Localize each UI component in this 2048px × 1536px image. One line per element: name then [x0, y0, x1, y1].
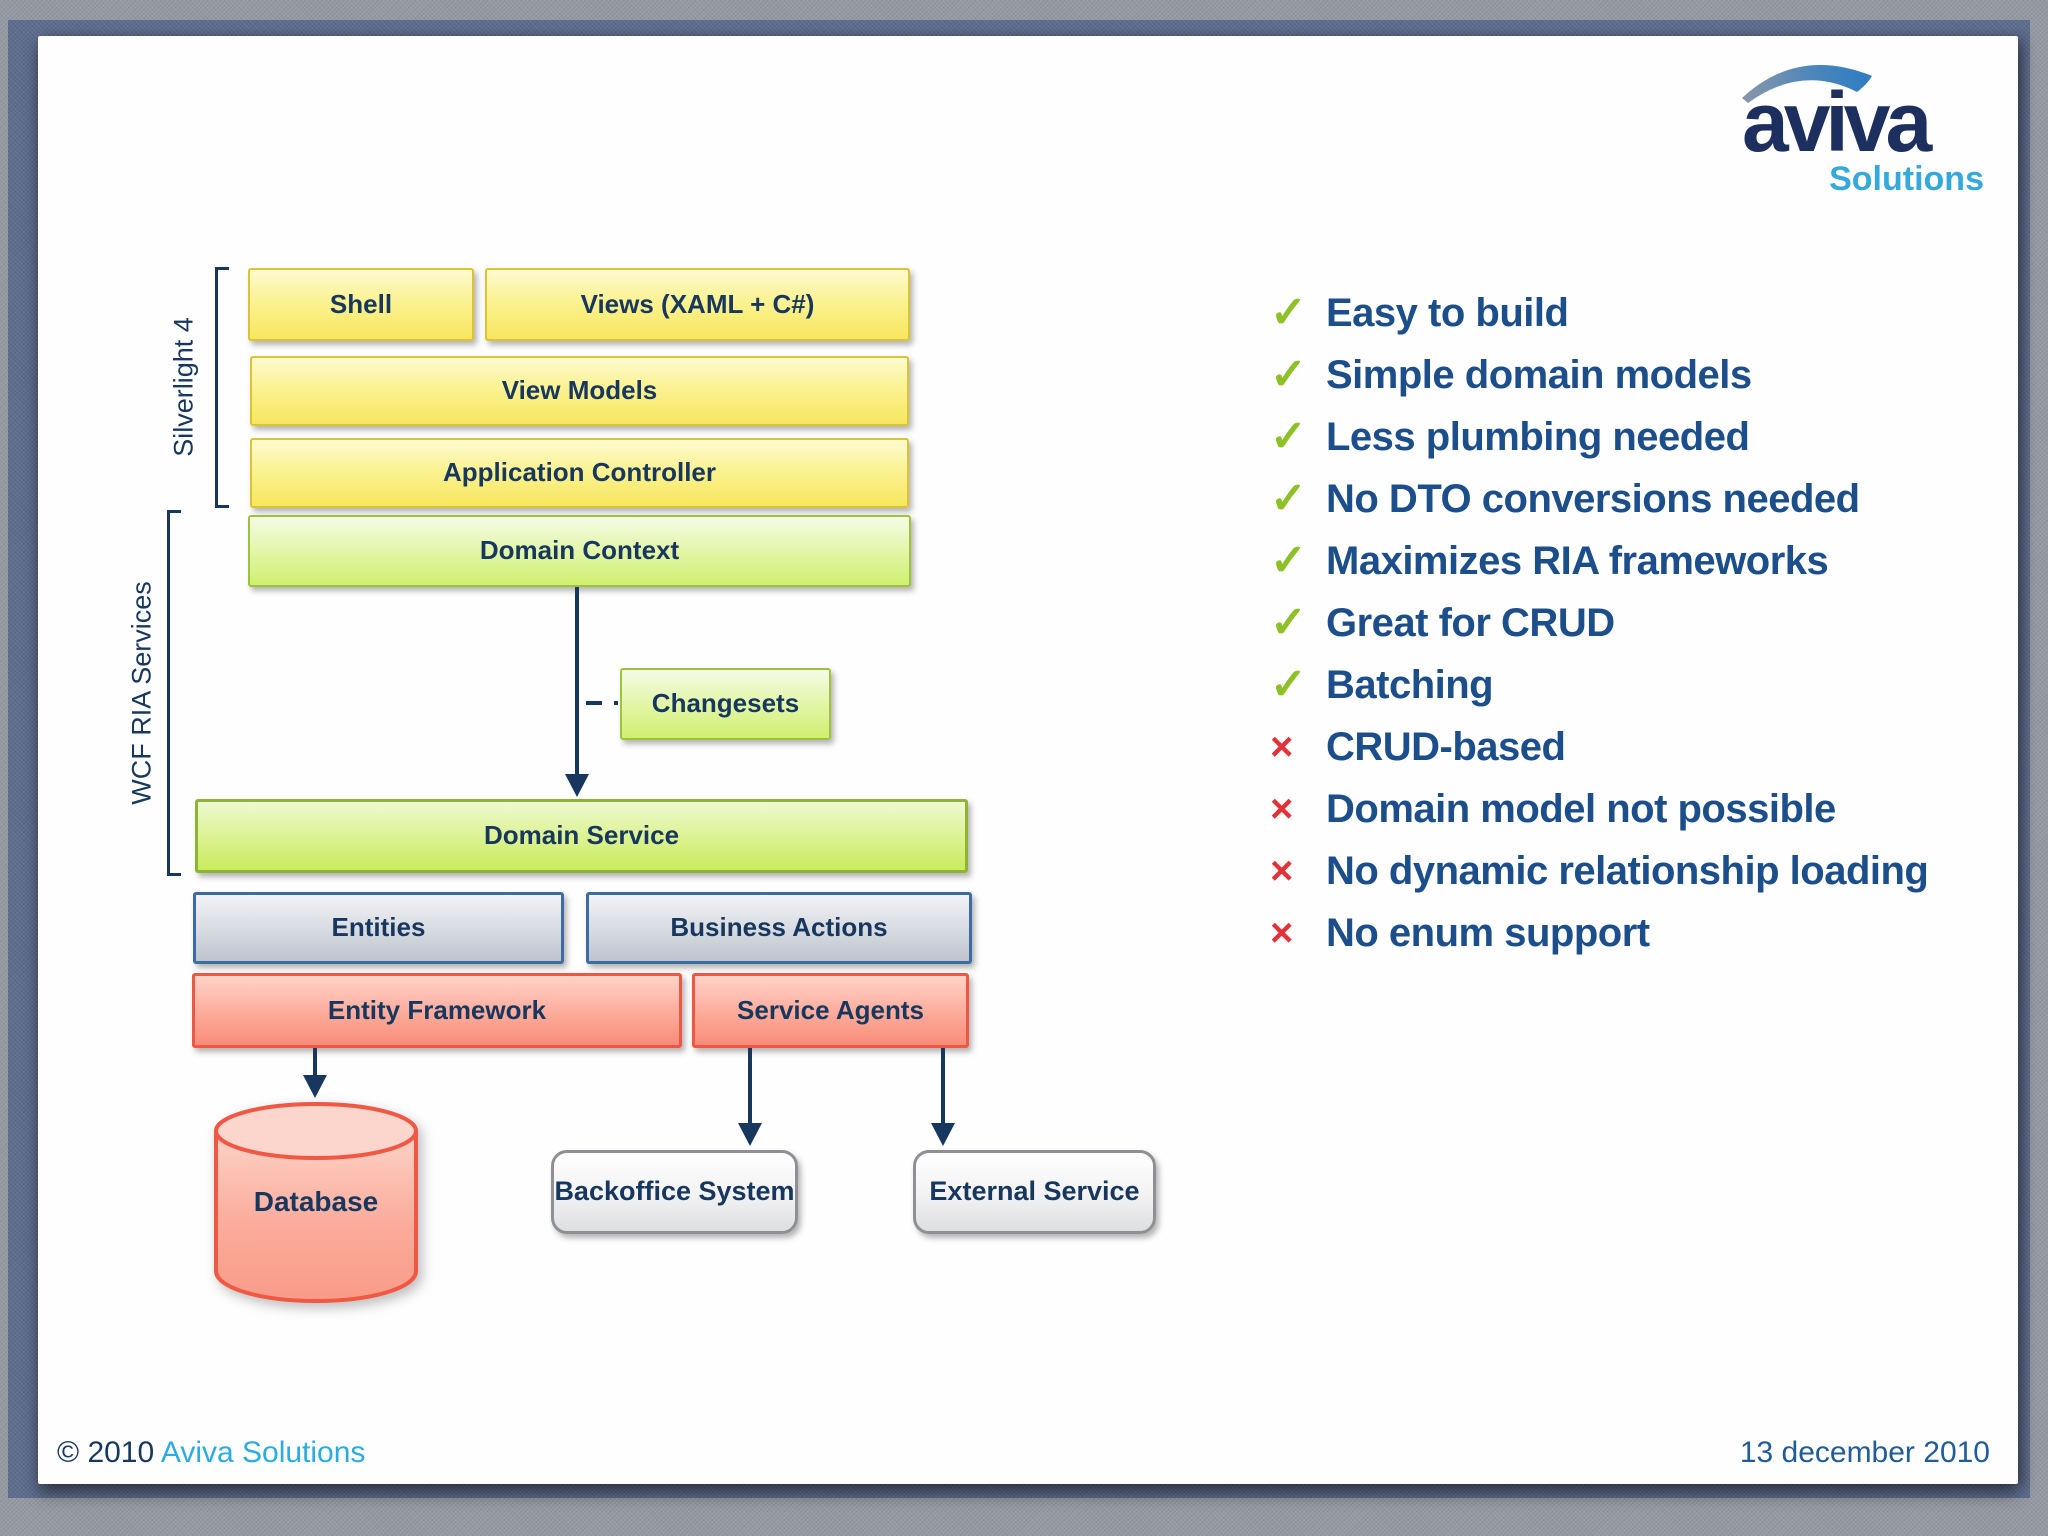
changesets-box: Changesets [620, 668, 831, 740]
list-item-text: Great for CRUD [1326, 601, 1615, 645]
view-models-box: View Models [250, 356, 909, 426]
list-item-text: Maximizes RIA frameworks [1326, 539, 1829, 583]
cross-icon: × [1270, 787, 1294, 831]
copyright-year: © 2010 [57, 1436, 161, 1469]
check-icon: ✓ [1270, 412, 1307, 461]
backoffice-system-box: Backoffice System [551, 1150, 798, 1234]
check-icon: ✓ [1270, 350, 1307, 399]
logo-tagline: Solutions [1829, 160, 1984, 198]
logo-swoosh-icon [1742, 65, 1872, 103]
shell-box: Shell [248, 268, 474, 341]
list-item: × Domain model not possible [1270, 778, 1990, 840]
list-item-text: No DTO conversions needed [1326, 477, 1860, 521]
list-item-text: Domain model not possible [1326, 787, 1836, 831]
list-item-text: Less plumbing needed [1326, 415, 1750, 459]
list-item: × No enum support [1270, 902, 1990, 964]
aviva-solutions-logo: aviva Solutions [1738, 52, 1990, 197]
list-item: × No dynamic relationship loading [1270, 840, 1990, 902]
external-service-box: External Service [913, 1150, 1156, 1234]
silverlight-bracket-label: Silverlight 4 [168, 317, 199, 457]
service-agents-box: Service Agents [692, 973, 969, 1048]
entities-box: Entities [193, 892, 564, 964]
silverlight-bracket [215, 267, 229, 508]
wcf-ria-bracket-label: WCF RIA Services [126, 581, 157, 805]
list-item-text: Easy to build [1326, 291, 1569, 335]
domain-service-box: Domain Service [195, 799, 968, 873]
check-icon: ✓ [1270, 288, 1307, 337]
list-item: ✓ Great for CRUD [1270, 592, 1990, 654]
business-actions-box: Business Actions [586, 892, 972, 964]
application-controller-box: Application Controller [250, 438, 909, 508]
pros-cons-list: ✓ Easy to build ✓ Simple domain models ✓… [1270, 282, 1990, 964]
check-icon: ✓ [1270, 598, 1307, 647]
logo-wordmark: aviva [1742, 75, 1932, 169]
list-item: ✓ Batching [1270, 654, 1990, 716]
list-item-text: CRUD-based [1326, 725, 1566, 769]
list-item: ✓ Less plumbing needed [1270, 406, 1990, 468]
database-cylinder [212, 1101, 420, 1306]
list-item: ✓ Maximizes RIA frameworks [1270, 530, 1990, 592]
list-item-text: Simple domain models [1326, 353, 1752, 397]
slide-date: 13 december 2010 [1739, 1436, 1990, 1469]
cross-icon: × [1270, 725, 1294, 769]
views-box: Views (XAML + C#) [485, 268, 910, 341]
list-item: × CRUD-based [1270, 716, 1990, 778]
list-item: ✓ Easy to build [1270, 282, 1990, 344]
database-label: Database [253, 1186, 379, 1217]
copyright-text: © 2010 Aviva Solutions [57, 1436, 365, 1470]
domain-context-box: Domain Context [248, 515, 911, 587]
cross-icon: × [1270, 911, 1294, 955]
check-icon: ✓ [1270, 474, 1307, 523]
list-item-text: Batching [1326, 663, 1494, 707]
list-item: ✓ No DTO conversions needed [1270, 468, 1990, 530]
slide: Silverlight 4 WCF RIA Services Shell Vie… [38, 36, 2018, 1484]
list-item-text: No dynamic relationship loading [1326, 849, 1929, 893]
list-item-text: No enum support [1326, 911, 1650, 955]
check-icon: ✓ [1270, 660, 1307, 709]
list-item: ✓ Simple domain models [1270, 344, 1990, 406]
entity-framework-box: Entity Framework [192, 973, 682, 1048]
company-link[interactable]: Aviva Solutions [160, 1436, 366, 1469]
check-icon: ✓ [1270, 536, 1307, 585]
cross-icon: × [1270, 849, 1294, 893]
wcf-ria-bracket [167, 510, 181, 876]
